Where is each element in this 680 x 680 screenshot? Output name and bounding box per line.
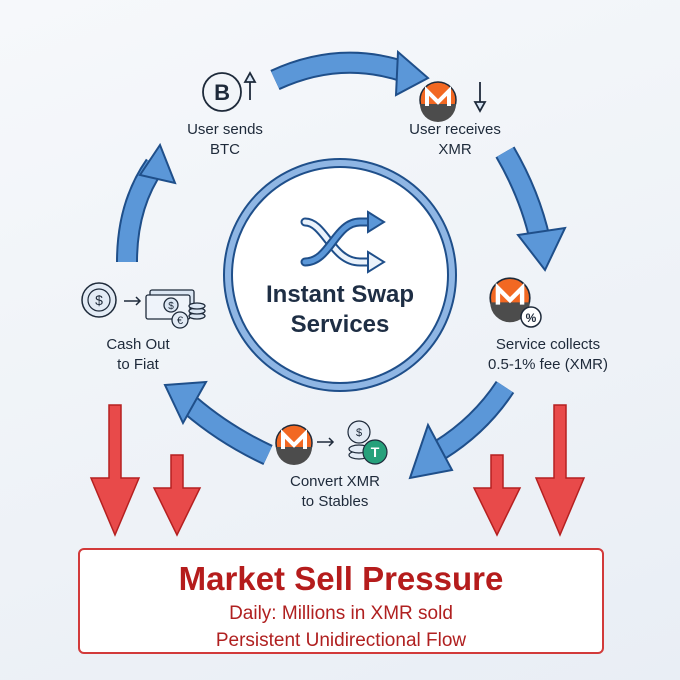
center-title-line1: Instant Swap: [265, 281, 415, 308]
svg-text:T: T: [371, 444, 380, 460]
sell-pressure-box: Market Sell Pressure Daily: Millions in …: [78, 548, 604, 654]
arrow-top: [270, 49, 430, 97]
step-collect-fee: Service collects 0.5-1% fee (XMR): [488, 335, 608, 375]
sell-pressure-arrows: [89, 404, 586, 537]
step-label: Service collects: [495, 336, 601, 353]
red-down-arrow: [152, 454, 202, 537]
monero-percent-icon: %: [490, 278, 542, 328]
sell-pressure-line2: Persistent Unidirectional Flow: [215, 630, 467, 651]
arrow-right-icon: [124, 296, 142, 306]
svg-text:$: $: [168, 301, 174, 312]
down-arrow-icon: [473, 82, 487, 113]
shuffle-icon: [300, 210, 386, 274]
svg-text:$: $: [95, 292, 103, 308]
step-label: 0.5-1% fee (XMR): [487, 356, 609, 373]
step-label: User sends: [187, 121, 263, 138]
cash-stack-icon: $ €: [145, 289, 206, 329]
up-arrow-icon: [243, 71, 257, 100]
step-label: BTC: [210, 141, 240, 158]
dollar-coin-icon: $: [81, 282, 117, 318]
step-label: XMR: [438, 141, 472, 158]
sell-pressure-title: Market Sell Pressure: [178, 560, 504, 597]
arrow-bottom-left: [163, 380, 273, 465]
arrow-right: [495, 146, 567, 272]
bitcoin-icon: B: [202, 72, 242, 112]
arrow-left: [116, 142, 177, 263]
arrow-bottom-right: [408, 380, 515, 480]
center-title-line2: Services: [290, 311, 390, 338]
center-title: Instant Swap Services: [266, 280, 414, 340]
svg-text:$: $: [356, 427, 362, 439]
svg-text:%: %: [526, 311, 537, 325]
step-cash-out: Cash Out to Fiat: [106, 335, 169, 375]
red-down-arrow: [534, 404, 586, 537]
svg-text:B: B: [214, 80, 230, 105]
step-label: to Stables: [301, 493, 369, 510]
step-receive-xmr: User receives XMR: [409, 120, 501, 160]
red-down-arrow: [89, 404, 141, 537]
step-label: Convert XMR: [289, 473, 381, 490]
step-send-btc: User sends BTC: [187, 120, 263, 160]
monero-icon: [418, 80, 458, 124]
cycle-arrows: [116, 49, 567, 480]
step-label: User receives: [409, 121, 501, 138]
sell-pressure-line1: Daily: Millions in XMR sold: [229, 603, 453, 624]
step-label: Cash Out: [106, 336, 170, 353]
svg-text:€: €: [177, 315, 183, 327]
step-label: to Fiat: [117, 356, 159, 373]
step-convert: Convert XMR to Stables: [290, 472, 380, 512]
monero-to-stablecoin-icon: $ T: [274, 420, 388, 467]
red-down-arrow: [472, 454, 522, 537]
